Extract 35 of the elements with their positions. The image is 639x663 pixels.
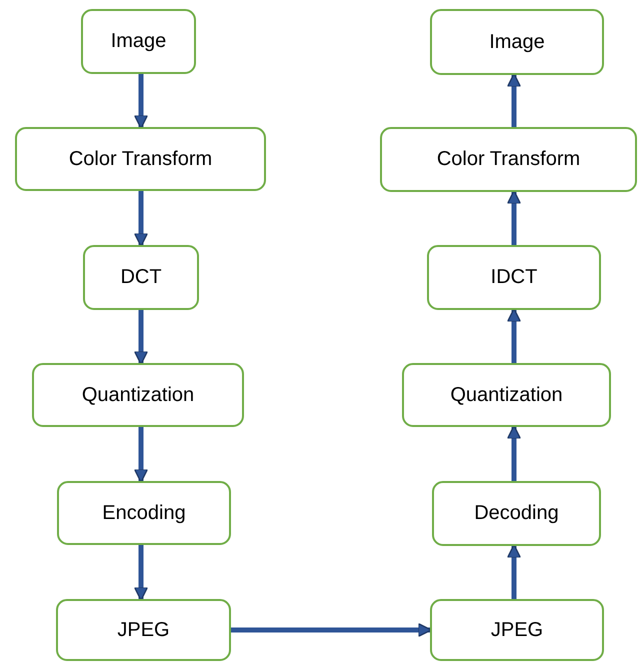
box-label: JPEG — [490, 618, 544, 642]
process-box — [380, 127, 637, 192]
arrow — [134, 310, 148, 365]
box-label: Encoding — [102, 502, 186, 524]
process-box — [81, 9, 196, 74]
box-label: Image — [110, 30, 166, 53]
process-box — [32, 363, 244, 427]
arrow — [134, 427, 148, 483]
box-label: Image — [489, 30, 545, 54]
arrow — [231, 622, 432, 638]
arrow — [134, 191, 148, 247]
process-box — [402, 363, 611, 427]
box-label: JPEG — [117, 618, 170, 642]
process-box — [15, 127, 266, 191]
arrow — [506, 425, 522, 481]
box-label: Color Transform — [68, 148, 212, 170]
process-box — [56, 599, 231, 661]
box-label: Quantization — [82, 384, 194, 406]
box-label: IDCT — [490, 266, 538, 289]
box-label: Quantization — [450, 384, 563, 406]
arrow — [506, 308, 522, 363]
arrow — [134, 545, 148, 601]
process-box — [427, 245, 601, 310]
box-label: DCT — [120, 266, 162, 289]
arrow — [134, 74, 148, 129]
box-label: Color Transform — [436, 148, 580, 171]
process-box — [430, 599, 604, 661]
arrow — [506, 190, 522, 245]
process-box — [83, 245, 199, 310]
box-label: Decoding — [474, 502, 559, 525]
process-box — [432, 481, 601, 546]
arrow — [506, 73, 522, 127]
arrow — [506, 544, 522, 599]
process-box — [57, 481, 231, 545]
process-box — [430, 9, 604, 75]
